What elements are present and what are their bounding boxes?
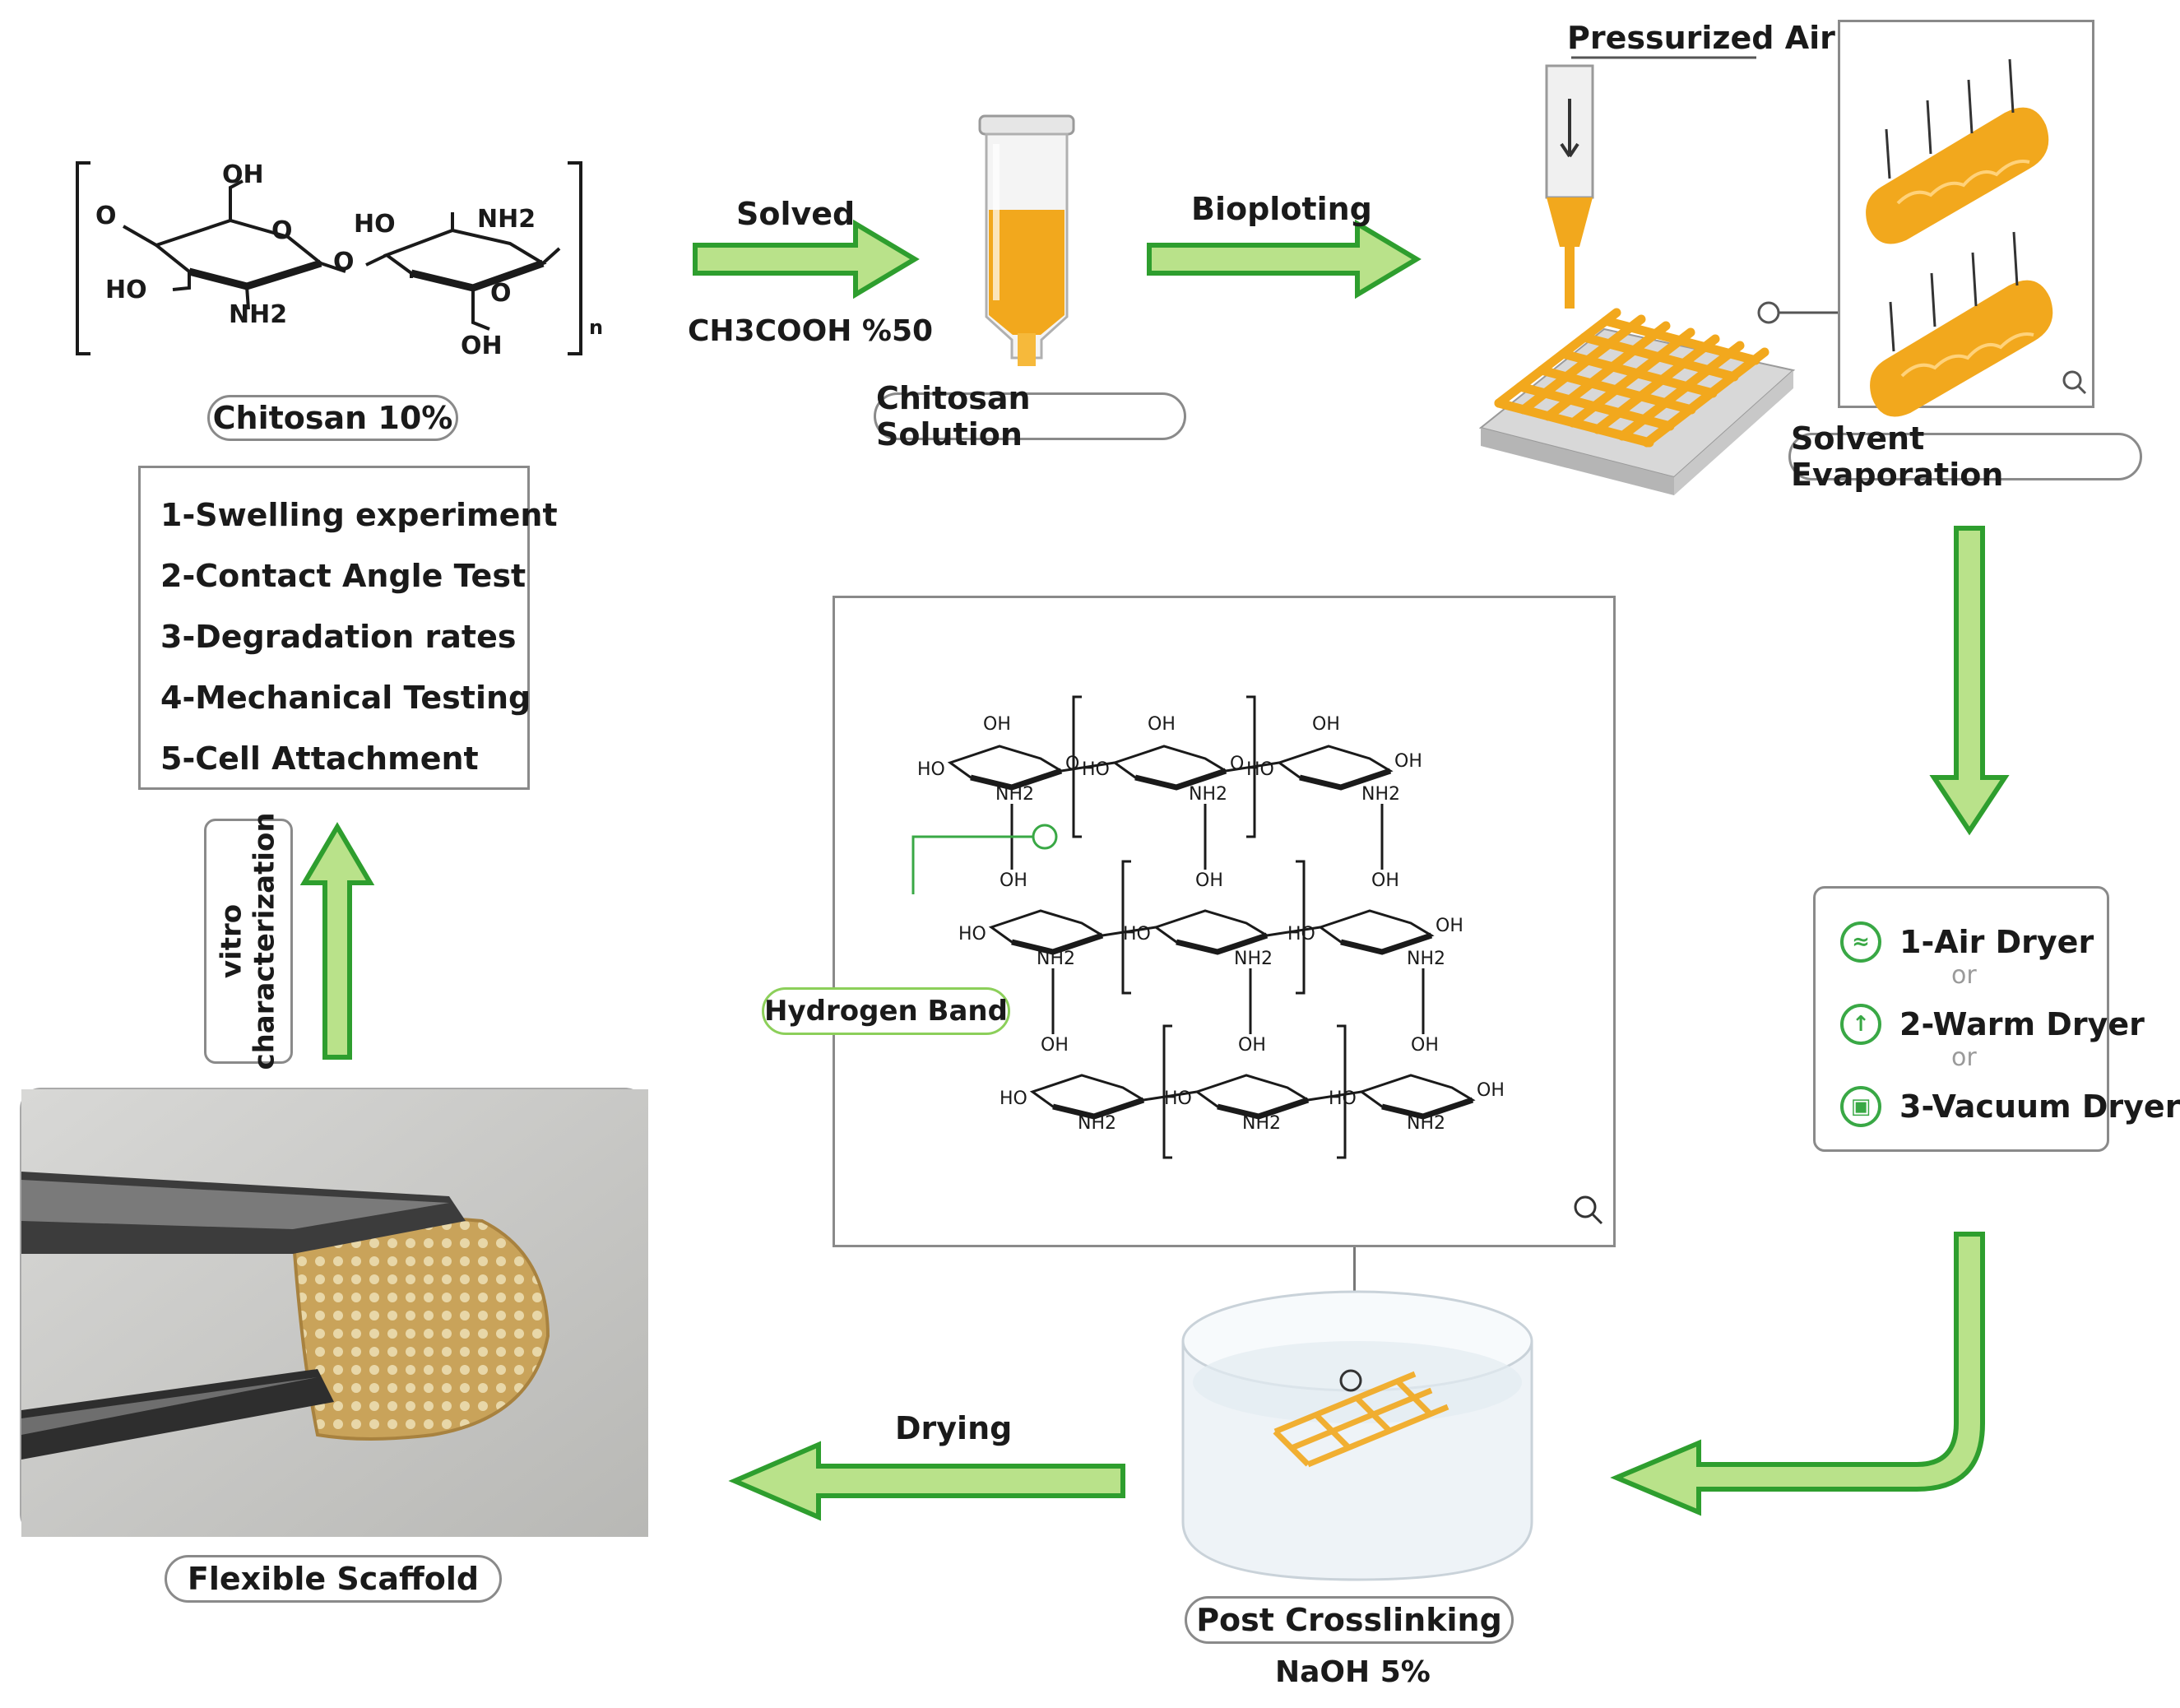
characterization-label-box: vitro characterization: [204, 812, 293, 1070]
step-solved-label: Solved: [736, 196, 856, 232]
dryer-option-label: 1-Air Dryer: [1899, 924, 2094, 960]
network-atom: HO: [917, 759, 945, 780]
network-atom: OH: [1148, 714, 1176, 735]
crosslinking-sublabel: NaOH 5%: [1275, 1655, 1431, 1689]
test-item: 4-Mechanical Testing: [160, 680, 531, 716]
network-atom: OH: [1312, 714, 1340, 735]
network-atom: OH: [1411, 1035, 1439, 1056]
characterization-tests-box: 1-Swelling experiment 2-Contact Angle Te…: [138, 466, 558, 790]
network-atom: HO: [1287, 924, 1315, 945]
or-text: or: [1951, 961, 1977, 990]
step-bioploting-label: Bioploting: [1191, 191, 1372, 227]
network-atom: NH2: [1189, 784, 1227, 805]
characterization-line1: vitro: [216, 903, 249, 979]
chitosan-atom: HO: [105, 276, 147, 304]
dryer-option-label: 2-Warm Dryer: [1899, 1006, 2145, 1042]
network-atom: HO: [1164, 1088, 1192, 1109]
characterization-line2: characterization: [248, 812, 282, 1070]
air-dryer-icon: ≈: [1840, 921, 1881, 963]
network-atom: OH: [1195, 870, 1223, 891]
network-atom: OH: [1394, 751, 1422, 772]
or-text: or: [1951, 1043, 1977, 1072]
dryer-option-vacuum: ▣ 3-Vacuum Dryer: [1840, 1086, 2180, 1127]
chitosan-structure: OH O O HO NH2 O HO NH2 O OH n: [76, 160, 603, 360]
network-atom: OH: [1371, 870, 1399, 891]
network-atom: O: [1230, 754, 1244, 774]
chitosan-atom: OH: [461, 332, 503, 360]
evaporation-caption: Solvent Evaporation: [1788, 420, 2142, 493]
chitosan-atom: O: [95, 202, 117, 230]
test-item: 5-Cell Attachment: [160, 740, 479, 777]
crosslinking-caption: Post Crosslinking: [1185, 1596, 1514, 1644]
test-item: 2-Contact Angle Test: [160, 558, 526, 594]
arrow-left-drying: [728, 1441, 1125, 1521]
dryer-options-box: ≈ 1-Air Dryer or ↑ 2-Warm Dryer or ▣ 3-V…: [1813, 886, 2180, 1152]
network-atom: HO: [1082, 759, 1110, 780]
scaffold-photo: [20, 1088, 648, 1537]
dryer-option-air: ≈ 1-Air Dryer: [1840, 921, 2094, 963]
test-item: 1-Swelling experiment: [160, 497, 558, 533]
chitosan-atom: OH: [222, 160, 264, 189]
evaporation-detail-box: [1838, 20, 2094, 417]
chitosan-atom: NH2: [229, 300, 287, 329]
step-solved-sublabel: CH3COOH %50: [688, 314, 934, 348]
vacuum-dryer-icon: ▣: [1840, 1086, 1881, 1127]
bioprinter-illustration: [1478, 56, 1843, 495]
syringe-illustration: [978, 114, 1075, 366]
network-atom: OH: [1000, 870, 1027, 891]
network-atom: OH: [1477, 1080, 1505, 1101]
network-atom: NH2: [1234, 949, 1273, 969]
crosslinked-network-box: OH OH OH OH NH2 NH2 NH2 HO HO HO O O OH …: [833, 596, 1616, 1247]
network-atom: HO: [1329, 1088, 1357, 1109]
arrow-up-characterization: [299, 822, 375, 1060]
network-atom: O: [1065, 754, 1079, 774]
crosslinking-dish-illustration: [1181, 1290, 1533, 1581]
chitosan-atom: O: [271, 216, 293, 245]
network-atom: NH2: [1407, 949, 1445, 969]
network-atom: OH: [1238, 1035, 1266, 1056]
chitosan-atom: O: [333, 248, 355, 276]
network-atom: OH: [1436, 916, 1463, 936]
dryer-option-warm: ↑ 2-Warm Dryer: [1840, 1004, 2145, 1045]
warm-dryer-icon: ↑: [1840, 1004, 1881, 1045]
zoom-icon[interactable]: [2062, 370, 2082, 390]
arrow-curve-to-crosslinking: [1610, 1232, 1985, 1516]
arrow-right-bioploting: [1147, 219, 1422, 299]
scaffold-caption: Flexible Scaffold: [165, 1555, 502, 1603]
step-drying-label: Drying: [895, 1410, 1013, 1446]
network-atom: NH2: [1242, 1113, 1281, 1134]
arrow-down-evaporation: [1929, 526, 2010, 836]
network-atom: HO: [958, 924, 986, 945]
zoom-icon[interactable]: [1574, 1195, 1597, 1218]
tests-list: 1-Swelling experiment 2-Contact Angle Te…: [141, 468, 558, 805]
evaporating-fibers-illustration: [1866, 58, 2087, 417]
test-item: 3-Degradation rates: [160, 619, 517, 655]
network-atom: HO: [1000, 1088, 1027, 1109]
network-atom: OH: [983, 714, 1011, 735]
network-atom: HO: [1246, 759, 1274, 780]
chitosan-atom: NH2: [477, 205, 536, 234]
hydrogen-band-callout: Hydrogen Band: [762, 987, 1010, 1035]
chitosan-atom: HO: [354, 210, 396, 239]
chitosan-atom: O: [490, 279, 512, 308]
network-atom: NH2: [1361, 784, 1400, 805]
chitosan-network-structure: OH OH OH OH NH2 NH2 NH2 HO HO HO O O OH …: [911, 695, 1603, 1225]
characterization-label: vitro characterization: [216, 812, 281, 1070]
solution-caption: Chitosan Solution: [874, 380, 1186, 453]
arrow-right-solved: [693, 219, 920, 299]
network-atom: NH2: [995, 784, 1034, 805]
pressurized-air-label: Pressurized Air: [1567, 20, 1835, 56]
chitosan-caption: Chitosan 10%: [207, 395, 458, 441]
dryer-option-label: 3-Vacuum Dryer: [1899, 1088, 2180, 1125]
scaffold-photo-illustration: [21, 1089, 648, 1537]
network-atom: OH: [1041, 1035, 1069, 1056]
network-atom: NH2: [1037, 949, 1075, 969]
network-atom: HO: [1123, 924, 1151, 945]
chitosan-atom: n: [589, 316, 603, 339]
network-atom: NH2: [1407, 1113, 1445, 1134]
network-atom: NH2: [1078, 1113, 1116, 1134]
